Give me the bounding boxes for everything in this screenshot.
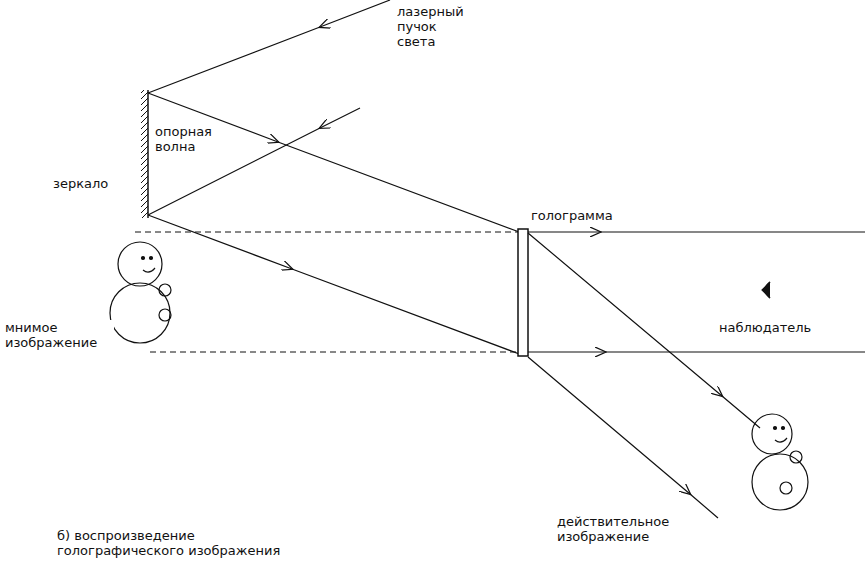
reference-ray (148, 93, 522, 233)
beam-label: лазерный пучок света (396, 4, 476, 49)
mirror-label: зеркало (52, 176, 134, 191)
laser-ray (148, 108, 360, 215)
reference-ray (148, 215, 522, 355)
figure-caption: б) воспроизведение голографического изоб… (56, 528, 283, 558)
observer-eye (762, 282, 770, 298)
virtual-ray (135, 232, 518, 233)
wave-label: опорная волна (154, 124, 228, 154)
hologram-label: голограмма (530, 208, 642, 223)
virtual-ray (150, 352, 518, 353)
observer-label: наблюдатель (718, 320, 840, 335)
virtual-image-figure (110, 242, 171, 343)
laser-ray (148, 0, 390, 93)
virtual-image-label: мнимое изображение (4, 320, 114, 350)
real-image-label: действительное изображение (556, 514, 688, 544)
mirror-hatching (141, 90, 148, 218)
real-image-ray (528, 357, 718, 518)
hologram-plate (518, 229, 528, 356)
observer-ray (528, 351, 865, 352)
real-image-figure (752, 414, 808, 510)
observer-ray (528, 231, 865, 232)
